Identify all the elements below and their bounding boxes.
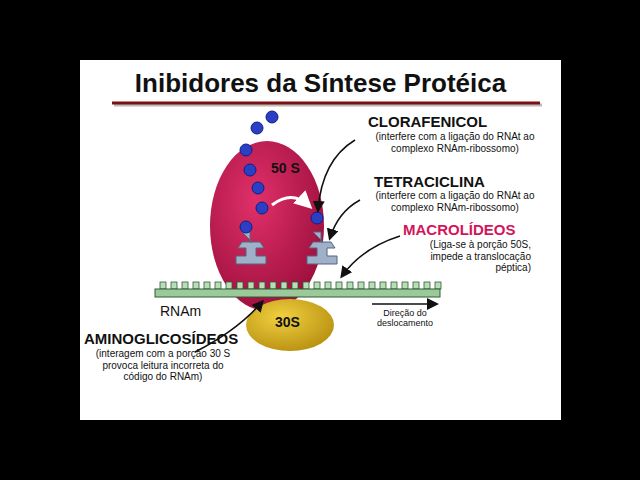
subunit-label: 30S — [275, 314, 300, 330]
drug-name: TETRACICLINA — [374, 173, 544, 190]
ellipse-outline — [209, 140, 325, 312]
mrna-label: RNAm — [160, 303, 220, 319]
ribosome-50s: 50 S — [209, 140, 325, 312]
drug-description: (interfere com a ligação do RNAt ao comp… — [362, 131, 548, 154]
drug-name: AMINOGLICOSÍDEOS — [84, 330, 264, 347]
subunit-label: 50 S — [271, 160, 300, 176]
drug-description: (interagem com a porção 30 S provoca lei… — [88, 348, 238, 383]
drug-name: CLORAFENICOL — [368, 113, 548, 130]
drug-name: MACROLÍDEOS — [403, 221, 553, 238]
slide-title: Inibidores da Síntese Protéica — [80, 68, 561, 99]
drug-description: (interfere com a ligação do RNAt ao comp… — [362, 190, 548, 213]
ribosome-30s: 30S — [245, 298, 335, 352]
direction-label: Direção do deslocamento — [368, 308, 442, 329]
drug-description: (Liga-se à porção 50S, impede a transloc… — [403, 239, 531, 274]
